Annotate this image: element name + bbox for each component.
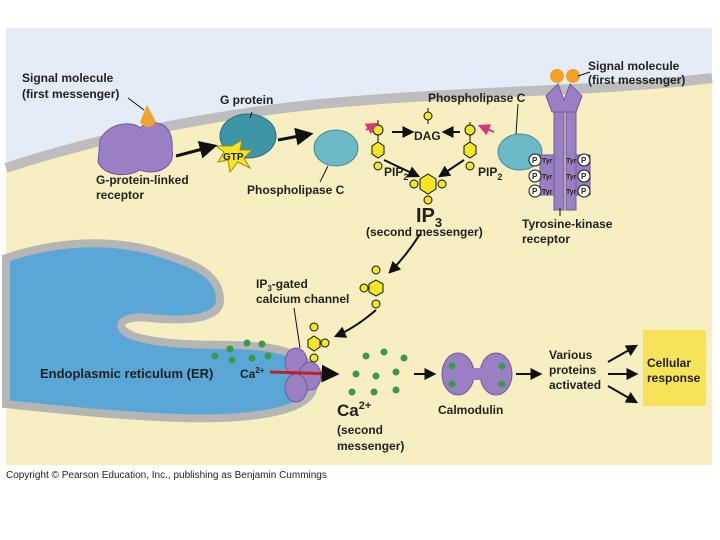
arrow-receptor-to-gprotein — [175, 140, 218, 159]
p-tag-6: P — [581, 187, 587, 196]
signal-right-leader — [577, 71, 591, 77]
calmodulin — [441, 352, 513, 396]
arrow-response-down — [607, 385, 639, 404]
tyr-tag-3: Tyr — [542, 189, 553, 196]
calcium-ions-er — [211, 339, 272, 364]
label-various-2: proteins — [549, 363, 597, 377]
arrow-plc-to-pip2-left — [364, 122, 379, 135]
label-pip2-right: PIP2 — [478, 165, 502, 182]
label-ip3-gated-1: IP3-gated — [256, 277, 308, 293]
plc-left-leader — [319, 165, 329, 183]
tyr-tag-6: Tyr — [566, 189, 577, 196]
signal-molecule-right-a — [550, 69, 564, 83]
label-second-messenger-2b: messenger) — [337, 439, 404, 453]
label-signal-right-2: (first messenger) — [588, 73, 685, 87]
phospho-tags-left — [528, 153, 542, 198]
p-tag-1: P — [532, 156, 538, 165]
label-ca-er: Ca2+ — [240, 366, 265, 381]
label-ca-big: Ca2+ — [337, 400, 371, 420]
label-gpl-receptor-1: G-protein-linked — [96, 173, 189, 187]
arrow-plc-to-pip2-right — [477, 124, 495, 136]
plc-right-leader — [515, 103, 519, 135]
label-phospholipase-c-lower: Phospholipase C — [247, 183, 345, 197]
label-pip2-left: PIP2 — [384, 165, 408, 182]
label-ip3: IP3 — [416, 205, 442, 230]
arrow-ip3-down — [388, 233, 421, 274]
label-gpl-receptor-2: receptor — [96, 188, 144, 202]
p-tag-3: P — [532, 187, 538, 196]
signal-molecule-left — [140, 105, 156, 127]
label-gtp: GTP — [223, 152, 244, 163]
ip3-molecule-bound — [307, 322, 330, 363]
p-tag-2: P — [532, 172, 538, 181]
tyr-tag-4: Tyr — [566, 158, 577, 165]
label-cellular-2: response — [647, 371, 701, 385]
label-various-1: Various — [549, 348, 593, 362]
signal-left-leader — [127, 97, 145, 111]
ip3-gated-calcium-channel — [284, 347, 322, 403]
label-er: Endoplasmic reticulum (ER) — [40, 366, 213, 381]
label-tyrosine-kinase-1: Tyrosine-kinase — [522, 217, 613, 231]
g-protein-leader — [249, 111, 253, 119]
gtp-burst — [214, 138, 254, 174]
phospholipase-c-left — [313, 129, 359, 167]
pip2-right — [463, 122, 477, 171]
label-second-messenger-2a: (second — [337, 423, 383, 437]
label-second-messenger: (second messenger) — [366, 225, 483, 239]
label-dag: DAG — [414, 129, 441, 143]
label-signal-right-1: Signal molecule — [588, 59, 680, 73]
label-calmodulin: Calmodulin — [438, 403, 503, 417]
label-signal-left-1: Signal molecule — [22, 71, 114, 85]
label-signal-left-2: (first messenger) — [22, 87, 119, 101]
copyright-line: Copyright © Pearson Education, Inc., pub… — [6, 470, 327, 481]
p-tag-5: P — [581, 172, 587, 181]
label-cellular-1: Cellular — [647, 356, 691, 370]
label-phospholipase-c-upper: Phospholipase C — [428, 91, 526, 105]
label-ip3-gated-2: calcium channel — [256, 292, 349, 306]
tyr-tag-1: Tyr — [542, 158, 553, 165]
tyr-tag-2: Tyr — [542, 174, 553, 181]
cellular-response-box — [643, 330, 706, 406]
arrow-pip2-right-to-ip3 — [438, 159, 465, 178]
label-various-3: activated — [549, 378, 601, 392]
dag-molecule — [423, 108, 433, 124]
arrow-ip3-to-channel — [333, 309, 377, 338]
label-g-protein: G protein — [220, 93, 273, 107]
ip3-molecule — [409, 173, 447, 205]
arrow-response-up — [607, 344, 639, 363]
tyr-tag-5: Tyr — [566, 174, 577, 181]
p-tag-4: P — [581, 156, 587, 165]
channel-leader — [293, 307, 301, 349]
endoplasmic-reticulum — [1, 239, 319, 423]
signal-molecule-right-b — [566, 69, 580, 83]
arrow-calcium-release — [269, 364, 340, 383]
label-tyrosine-kinase-2: receptor — [522, 232, 570, 246]
calcium-ions-cytoplasm — [348, 348, 408, 396]
ip3-molecule-mid — [359, 265, 384, 309]
arrow-gprotein-to-plc — [277, 127, 314, 146]
g-protein-linked-receptor — [97, 122, 173, 176]
plasma-membrane — [4, 73, 713, 173]
arrow-pip2-left-to-ip3 — [383, 159, 421, 178]
phospho-tags-right — [577, 153, 591, 198]
